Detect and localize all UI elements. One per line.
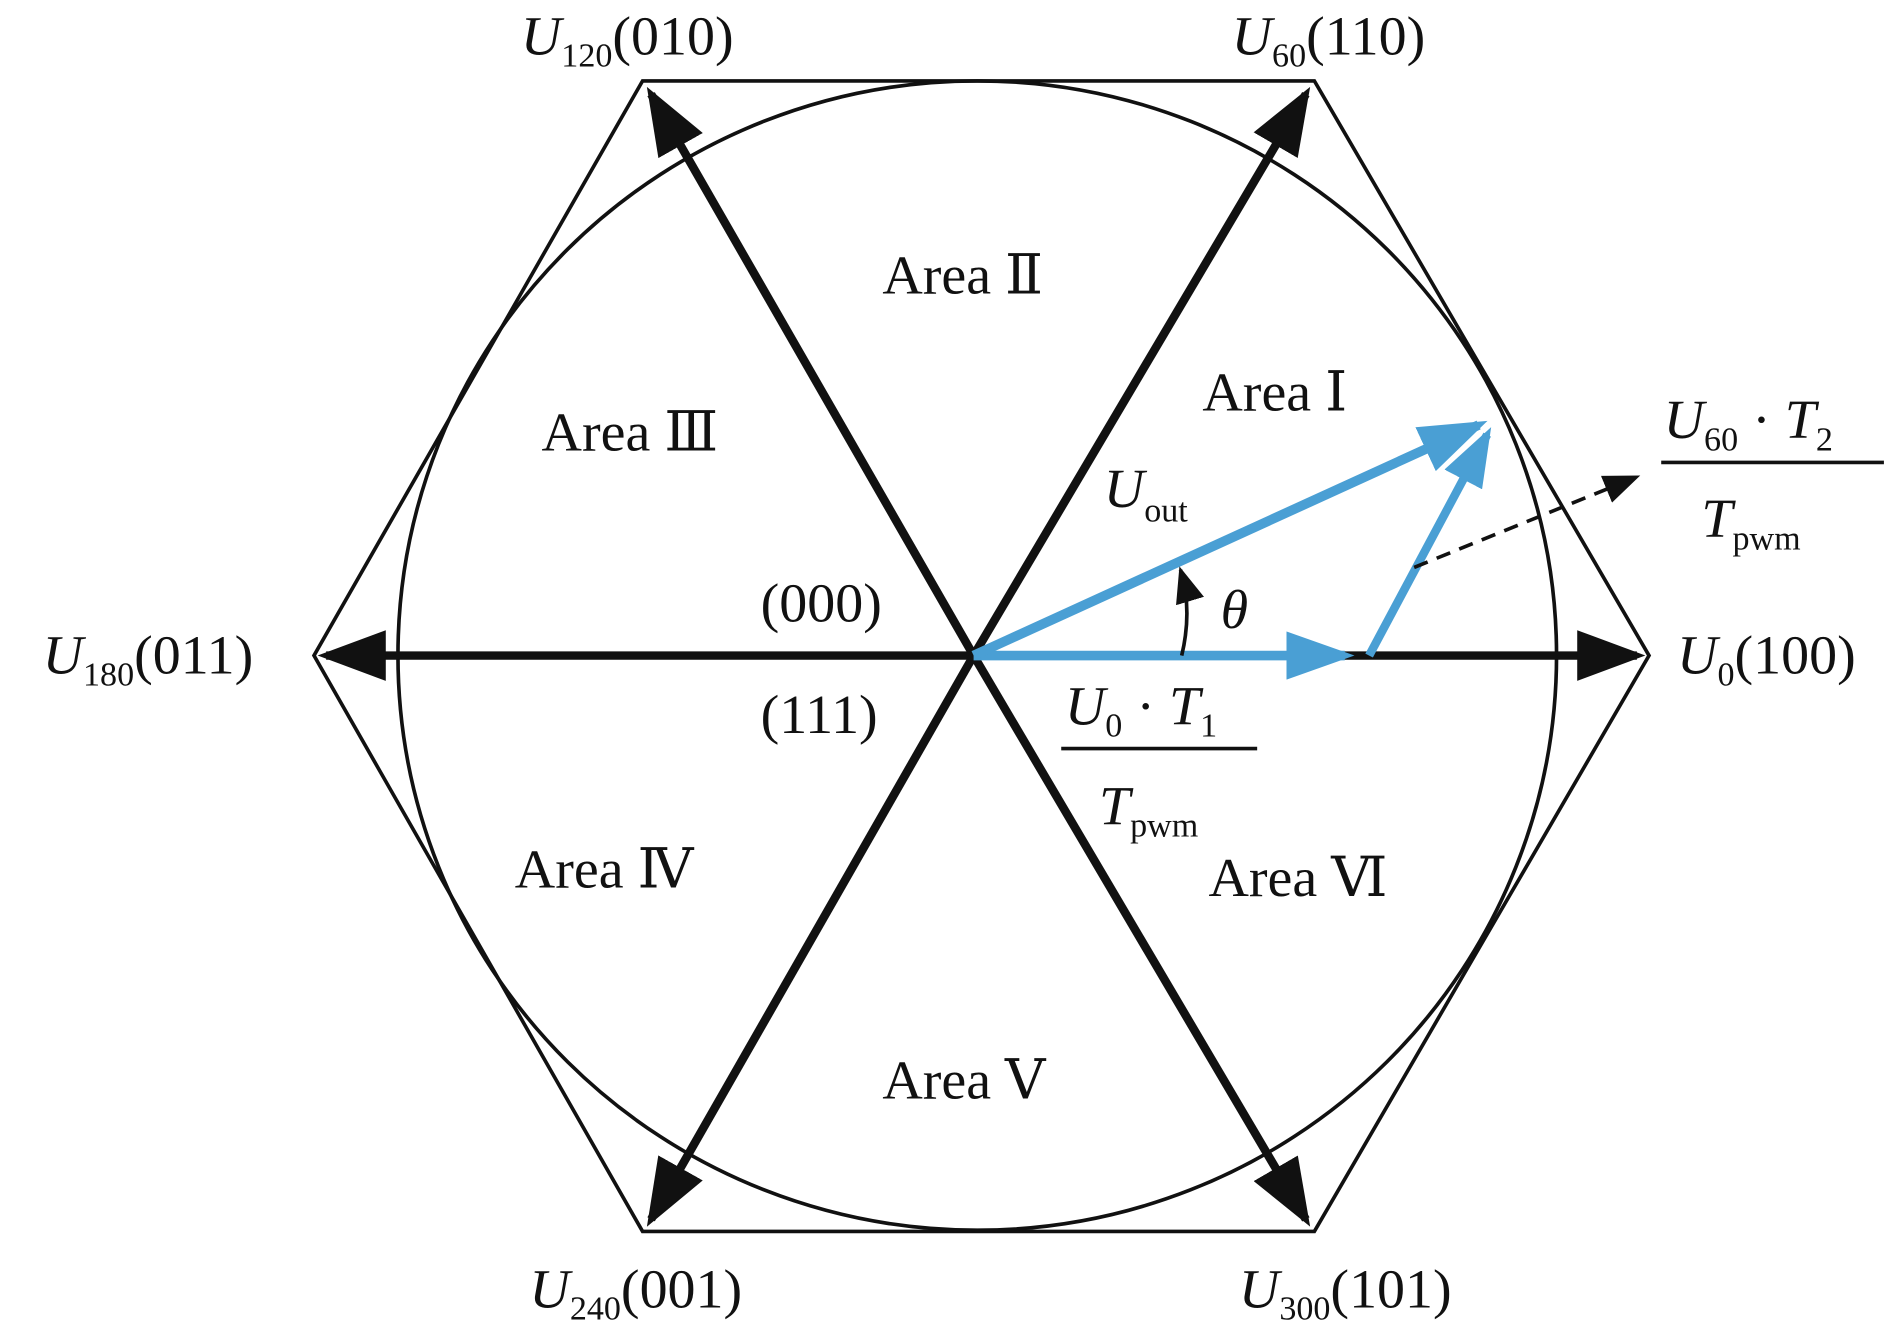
vector-u60 [969,86,1311,658]
hexagon [311,79,1652,1234]
vector-u240 [646,653,978,1227]
area-5-label: Area Ⅴ [882,1050,1047,1112]
fraction-u0-t1-numerator: U0 · T1 [1065,676,1217,745]
label-u0: U0(100) [1677,625,1856,694]
label-uout: Uout [1104,458,1189,529]
label-zero-111: (111) [761,684,878,746]
fraction-u60-t2-denominator: Tpwm [1701,488,1800,557]
dashed-pointer [1413,475,1641,570]
area-6-label: Area Ⅵ [1208,847,1387,909]
fraction-u0-t1: U0 · T1 Tpwm [1061,676,1258,845]
area-4-label: Area Ⅳ [515,839,695,901]
label-u240: U240(001) [529,1259,742,1328]
area-1-label: Area Ⅰ [1202,362,1347,424]
label-zero-000: (000) [761,573,882,635]
label-u120: U120(010) [521,6,734,75]
label-u60: U60(110) [1232,6,1426,75]
label-theta: θ [1221,579,1249,641]
synthesis-vectors [971,420,1492,680]
area-2-label: Area Ⅱ [882,245,1043,307]
vector-u120 [646,86,978,658]
fraction-u0-t1-denominator: Tpwm [1099,776,1198,845]
label-u180: U180(011) [43,625,254,694]
fraction-u60-t2: U60 · T2 Tpwm [1661,389,1884,557]
vector-u300 [969,653,1311,1227]
vector-labels: U0(100) U60(110) U120(010) U180(011) U24… [43,6,1856,1328]
area-labels: Area Ⅰ Area Ⅱ Area Ⅲ Area Ⅳ Area Ⅴ Area … [515,245,1388,1112]
vector-uout [971,420,1488,660]
area-3-label: Area Ⅲ [542,402,719,464]
label-u300: U300(101) [1239,1259,1452,1328]
fraction-u60-t2-numerator: U60 · T2 [1664,389,1833,458]
theta-arc [1176,566,1204,656]
vector-u60-t2 [1365,427,1492,658]
